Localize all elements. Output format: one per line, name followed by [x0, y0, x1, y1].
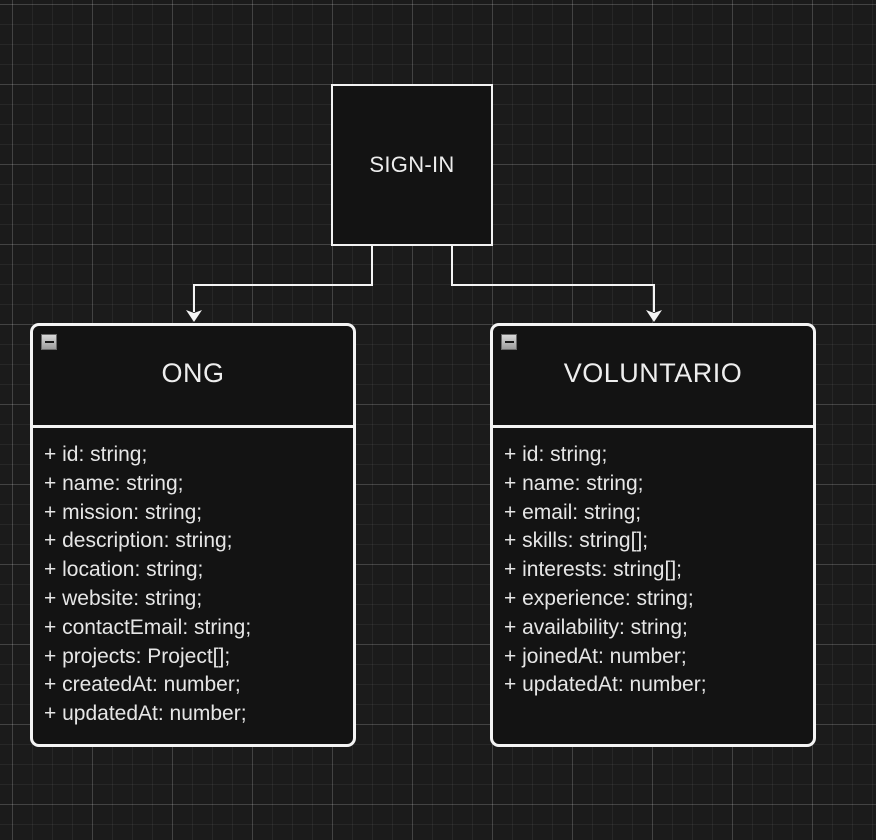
class-attributes: + id: string; + name: string; + mission:… [33, 428, 353, 729]
attribute-row: + description: string; [44, 529, 233, 553]
attribute-row: + email: string; [504, 500, 642, 524]
attribute-row: + id: string; [44, 443, 148, 466]
edge-signin-to-voluntario[interactable] [451, 244, 662, 322]
attribute-row: + interests: string[]; [504, 558, 682, 582]
class-title: ONG [161, 358, 225, 388]
attribute-row: + joinedAt: number; [504, 644, 687, 668]
arrowhead-icon [646, 310, 662, 322]
attribute-row: + contactEmail: string; [44, 615, 252, 639]
attribute-row: + updatedAt: number; [504, 673, 707, 697]
attribute-row: + website: string; [44, 586, 203, 610]
attribute-row: + mission: string; [44, 500, 203, 524]
attribute-row: + location: string; [44, 558, 204, 582]
attribute-row: + createdAt: number; [44, 673, 241, 697]
class-title: VOLUNTARIO [563, 358, 743, 388]
attribute-row: + projects: Project[]; [44, 644, 231, 668]
attribute-row: + experience: string; [504, 586, 694, 610]
signin-node[interactable]: SIGN-IN [331, 84, 493, 246]
attribute-row: + name: string; [504, 471, 644, 495]
class-attributes: + id: string; + name: string; + email: s… [493, 428, 813, 700]
class-header: VOLUNTARIO [493, 326, 813, 428]
attribute-row: + skills: string[]; [504, 529, 649, 553]
collapse-icon[interactable] [501, 334, 517, 350]
class-voluntario[interactable]: VOLUNTARIO + id: string; + name: string;… [490, 323, 816, 747]
edge-signin-to-ong[interactable] [186, 244, 373, 322]
signin-label: SIGN-IN [369, 152, 455, 177]
collapse-icon[interactable] [41, 334, 57, 350]
class-header: ONG [33, 326, 353, 428]
attribute-row: + updatedAt: number; [44, 702, 247, 726]
arrowhead-icon [186, 310, 202, 322]
attribute-row: + id: string; [504, 443, 608, 466]
attribute-row: + availability: string; [504, 615, 688, 639]
class-ong[interactable]: ONG + id: string; + name: string; + miss… [30, 323, 356, 747]
attribute-row: + name: string; [44, 471, 184, 495]
